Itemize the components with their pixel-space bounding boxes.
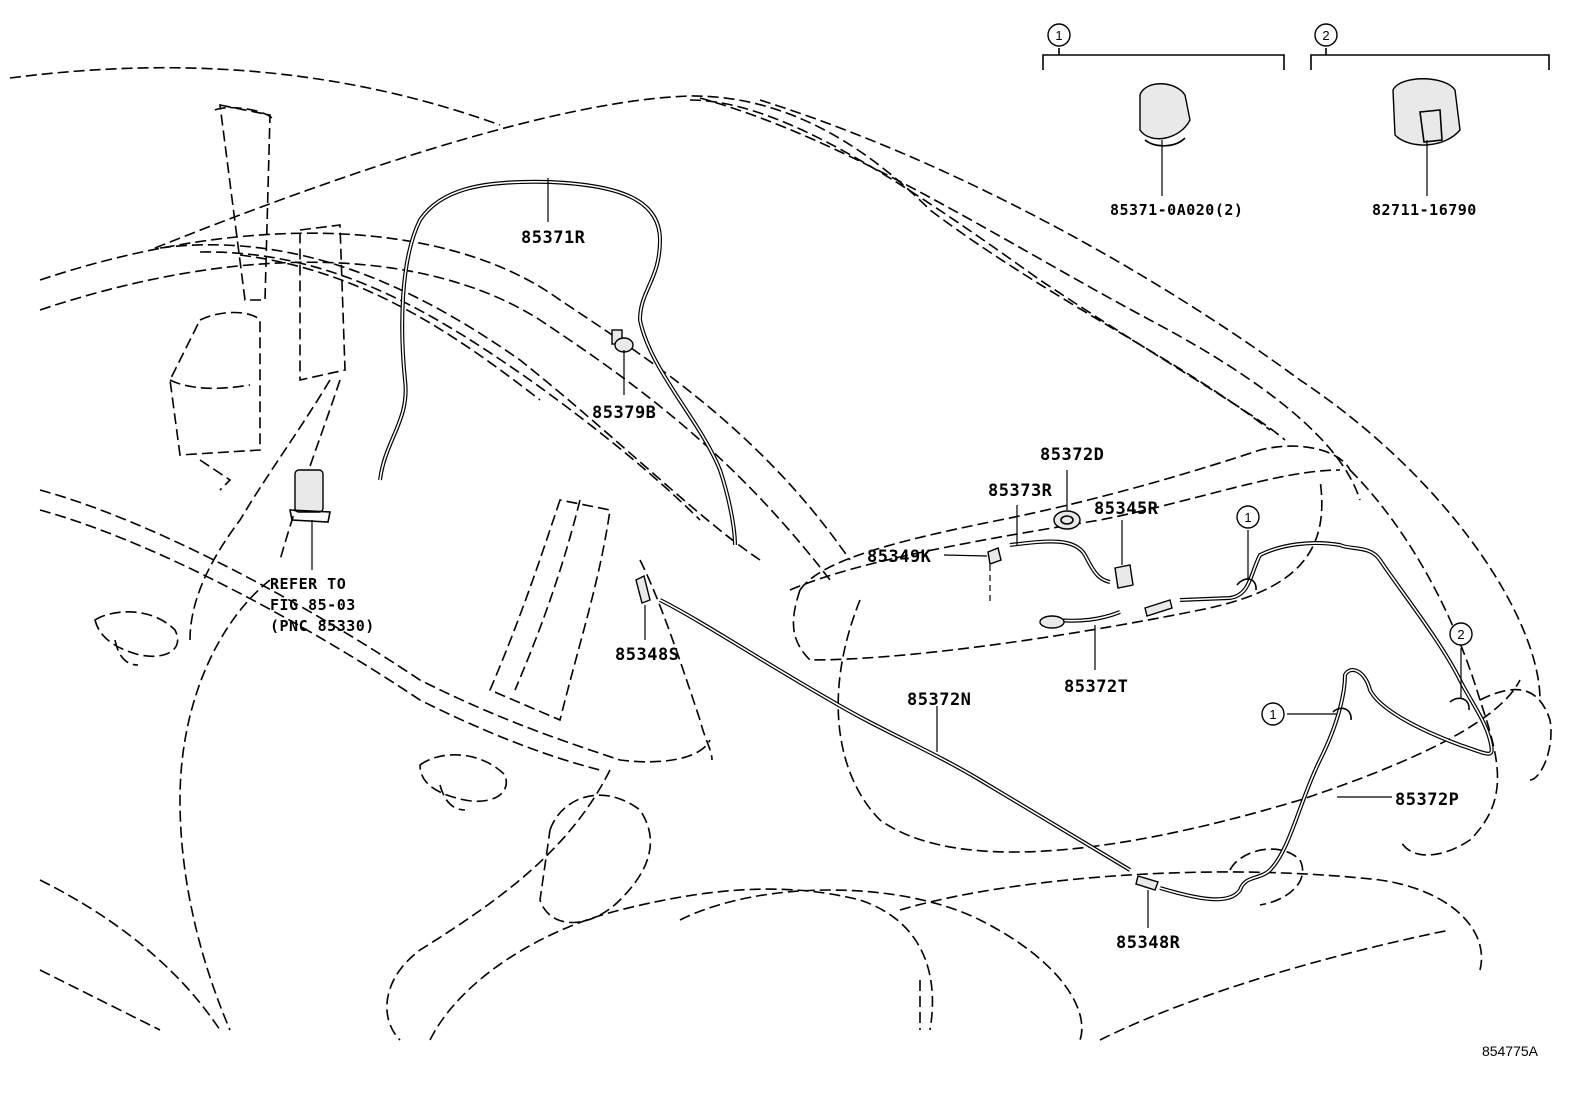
label-85372D: 85372D <box>1040 445 1104 465</box>
leader-lines <box>311 48 1550 928</box>
legend-marker-2: 2 <box>1314 23 1338 47</box>
svg-text:1: 1 <box>1269 707 1276 722</box>
label-85345R: 85345R <box>1094 499 1159 519</box>
diagram-code: 854775A <box>1482 1043 1539 1059</box>
callout-marker-2: 2 <box>1449 622 1473 646</box>
svg-text:2: 2 <box>1322 28 1329 43</box>
label-85379B: 85379B <box>592 403 656 423</box>
label-85372N: 85372N <box>907 690 971 710</box>
small-parts <box>289 78 1470 891</box>
svg-text:2: 2 <box>1457 627 1464 642</box>
svg-text:1: 1 <box>1244 510 1251 525</box>
reference-note: REFER TO FIG 85-03 (PNC 85330) <box>270 575 375 635</box>
label-85348S: 85348S <box>615 645 679 665</box>
label-85371R: 85371R <box>521 228 586 248</box>
part-labels: 85371R 85379B 85372D 85373R 85345R 85349… <box>521 228 1459 953</box>
svg-text:(PNC 85330): (PNC 85330) <box>270 617 375 635</box>
callout-marker-1-top: 1 <box>1236 505 1260 529</box>
svg-text:REFER TO: REFER TO <box>270 575 346 593</box>
callout-marker-1-lower: 1 <box>1261 702 1285 726</box>
label-85372T: 85372T <box>1064 677 1128 697</box>
label-85372P: 85372P <box>1395 790 1459 810</box>
legend-part-number-2: 82711-16790 <box>1372 201 1477 219</box>
label-85348R: 85348R <box>1116 933 1181 953</box>
svg-text:1: 1 <box>1055 28 1062 43</box>
legend-marker-1: 1 <box>1047 23 1071 47</box>
label-85373R: 85373R <box>988 481 1053 501</box>
washer-hoses <box>378 179 1494 902</box>
label-85349K: 85349K <box>867 547 932 567</box>
svg-text:FIG 85-03: FIG 85-03 <box>270 596 356 614</box>
car-body-outline <box>9 66 1552 1041</box>
legend-part-number-1: 85371-0A020(2) <box>1110 201 1243 219</box>
